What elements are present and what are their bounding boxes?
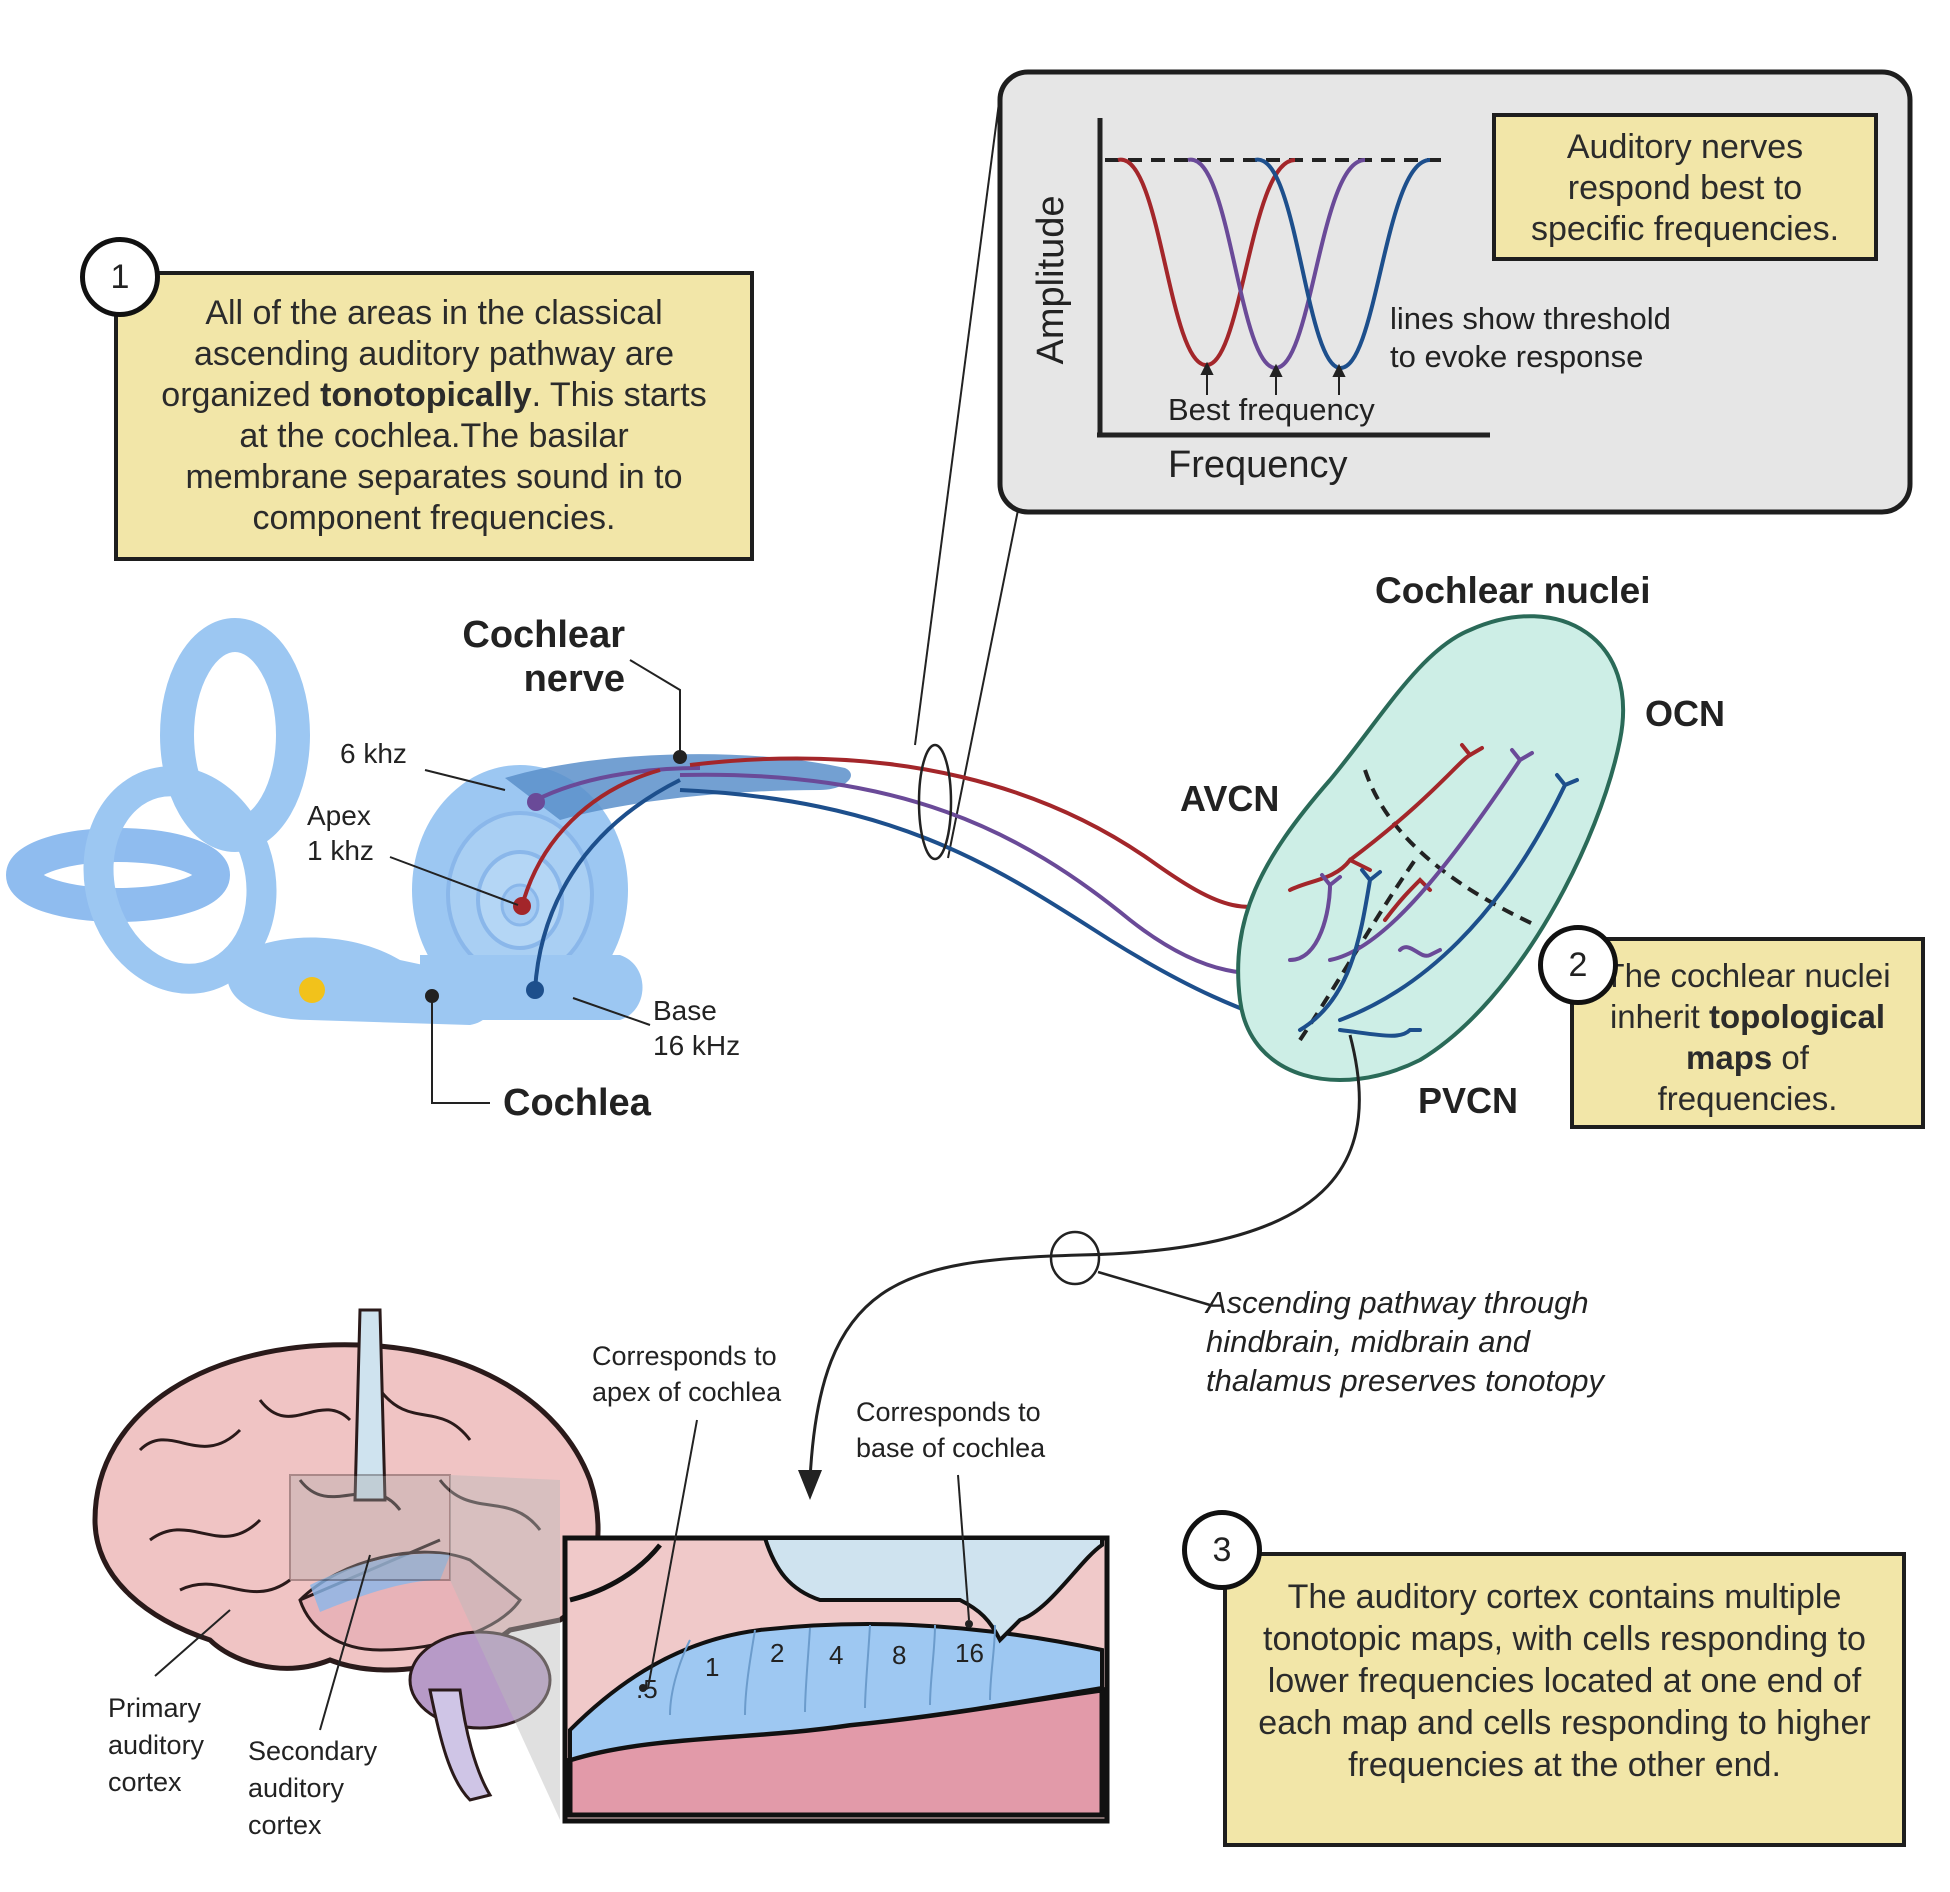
oval-window <box>299 977 325 1003</box>
posterior-canal <box>83 766 277 994</box>
pathway-note: Ascending pathway through hindbrain, mid… <box>1206 1285 1605 1398</box>
base-point <box>526 981 544 999</box>
pathway-line <box>808 1034 1361 1481</box>
base-label: Base 16 kHz <box>653 995 741 1061</box>
avcn-label: AVCN <box>1180 778 1280 819</box>
band-label-4: 4 <box>829 1640 844 1670</box>
step3-callout: The auditory cortex contains multiple to… <box>1223 1552 1906 1847</box>
ascending-pathway <box>798 1034 1361 1500</box>
tuning-curve-low <box>1117 157 1296 367</box>
zoom-line-bottom <box>947 509 1019 859</box>
band-label-0-5: .5 <box>636 1674 658 1704</box>
base-correspondence-label: Corresponds to base of cochlea <box>856 1397 1046 1463</box>
fiber-low <box>689 756 1302 909</box>
cochlear-nerve-label: Cochlear nerve <box>462 614 625 700</box>
zoom-box <box>289 1474 451 1581</box>
step2-text: The cochlear nuclei inherit topological … <box>1604 957 1891 1117</box>
retractor <box>353 1308 387 1502</box>
cochlear-nuclei-title: Cochlear nuclei <box>1375 570 1651 611</box>
band-label-16: 16 <box>955 1638 984 1668</box>
ear-leader-lines <box>389 659 687 1104</box>
pathway-arrowhead <box>798 1470 822 1500</box>
cochlear-nerve-bundle <box>505 754 851 820</box>
step3-number: 3 <box>1182 1510 1262 1590</box>
step2-number: 2 <box>1538 925 1618 1005</box>
lateral-canal <box>6 828 230 922</box>
ocn-label: OCN <box>1645 693 1725 734</box>
auditory-nerves-text: Auditory nerves respond best to specific… <box>1530 128 1840 248</box>
primary-auditory-cortex-label: Primary auditory cortex <box>108 1693 205 1797</box>
y-axis-label: Amplitude <box>1030 196 1072 365</box>
band-label-2: 2 <box>770 1638 785 1668</box>
cochlea-label: Cochlea <box>503 1082 651 1124</box>
pvcn-label: PVCN <box>1418 1080 1519 1121</box>
fiber-high <box>679 788 1301 1032</box>
apex-label: Apex 1 khz <box>307 800 374 866</box>
ocn-divider <box>1363 769 1536 927</box>
pathway-ring <box>1049 1230 1101 1286</box>
secondary-auditory-cortex-label: Secondary auditory cortex <box>248 1736 378 1840</box>
step2-callout: The cochlear nuclei inherit topological … <box>1570 937 1925 1129</box>
nuclei-outline <box>1236 614 1626 1082</box>
6khz-point <box>527 793 545 811</box>
x-axis-label: Frequency <box>1168 444 1348 486</box>
brain-illustration <box>92 1308 601 1820</box>
cortex-zoom <box>562 1419 1110 1824</box>
step3-text: The auditory cortex contains multiple to… <box>1258 1578 1871 1784</box>
zoom-retractor <box>762 1536 1104 1644</box>
band-label-1: 1 <box>705 1652 720 1682</box>
best-frequency-arrows <box>1200 361 1346 395</box>
best-frequency-label: Best frequency <box>1168 392 1375 427</box>
step1-text: All of the areas in the classical ascend… <box>161 294 707 537</box>
auditory-nerves-callout: Auditory nerves respond best to specific… <box>1492 113 1878 261</box>
auditory-cortex-region <box>310 1553 450 1612</box>
threshold-note: lines show threshold to evoke response <box>1390 301 1671 374</box>
apex-correspondence-label: Corresponds to apex of cochlea <box>592 1341 782 1407</box>
brainstem <box>428 1688 493 1802</box>
tonotopic-strip <box>568 1622 1104 1763</box>
inner-ear-illustration <box>6 618 851 1025</box>
step1-callout: All of the areas in the classical ascend… <box>114 271 754 561</box>
apex-point <box>513 897 531 915</box>
nerve-section-ring <box>917 743 953 861</box>
step1-number: 1 <box>80 237 160 317</box>
6khz-label: 6 khz <box>340 738 407 769</box>
cochlear-nuclei <box>1236 614 1626 1082</box>
band-label-8: 8 <box>892 1640 907 1670</box>
band-dividers <box>669 1624 996 1716</box>
zoom-line-top <box>914 94 1001 746</box>
